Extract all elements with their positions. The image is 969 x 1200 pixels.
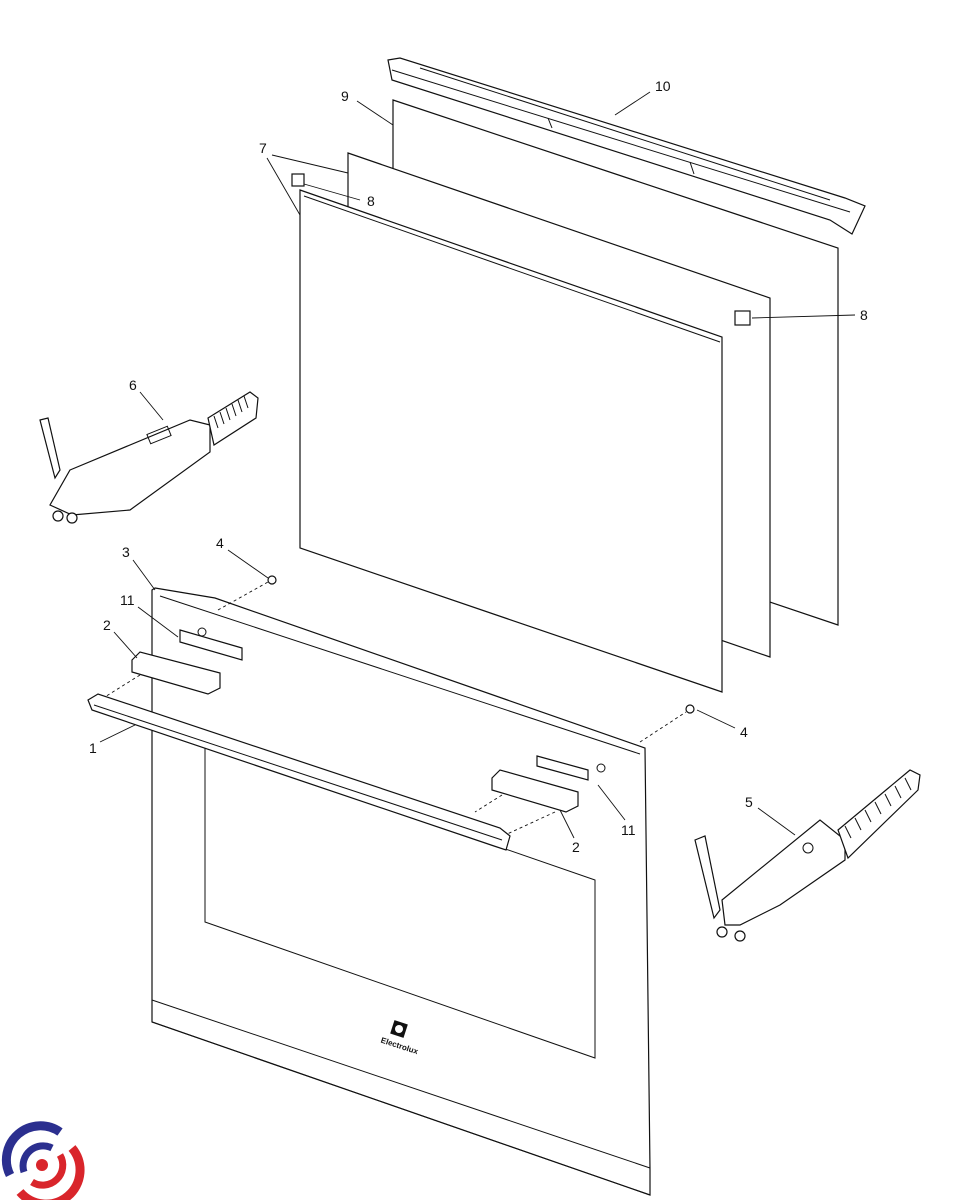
screw-part-4-right [639,704,695,743]
callout-2-right: 2 [572,839,580,855]
spacer-block-part-8-left [291,173,305,187]
callout-11-right: 11 [621,822,636,838]
glass-pane-part-7-front [299,189,723,693]
top-trim-part-10 [387,57,866,235]
handle-clip-part-2-right [491,769,579,813]
bracket-plate-part-11-left [179,629,243,661]
callout-1: 1 [89,740,97,756]
callout-3: 3 [122,544,130,560]
callout-11-left: 11 [120,592,135,608]
callout-5: 5 [745,794,753,810]
door-handle-part-1 [87,693,511,851]
leader-lines [99,91,856,839]
callout-2-left: 2 [103,617,111,633]
callout-10: 10 [655,78,671,94]
door-front-panel-part-3: Electrolux [151,587,651,1196]
bracket-plate-part-11-right [536,755,589,781]
callout-7: 7 [259,140,267,156]
screw-part-4-left [217,575,277,611]
company-logo-icon [1,1121,85,1200]
callout-4-right: 4 [740,724,748,740]
spacer-block-part-8-right [734,310,751,326]
callout-4-left: 4 [216,535,224,551]
callout-8-left: 8 [367,193,375,209]
hinge-part-5 [694,769,921,942]
callout-8-right: 8 [860,307,868,323]
hinge-part-6 [39,391,259,524]
callout-6: 6 [129,377,137,393]
handle-clip-part-2-left [131,651,221,695]
callout-9: 9 [341,88,349,104]
